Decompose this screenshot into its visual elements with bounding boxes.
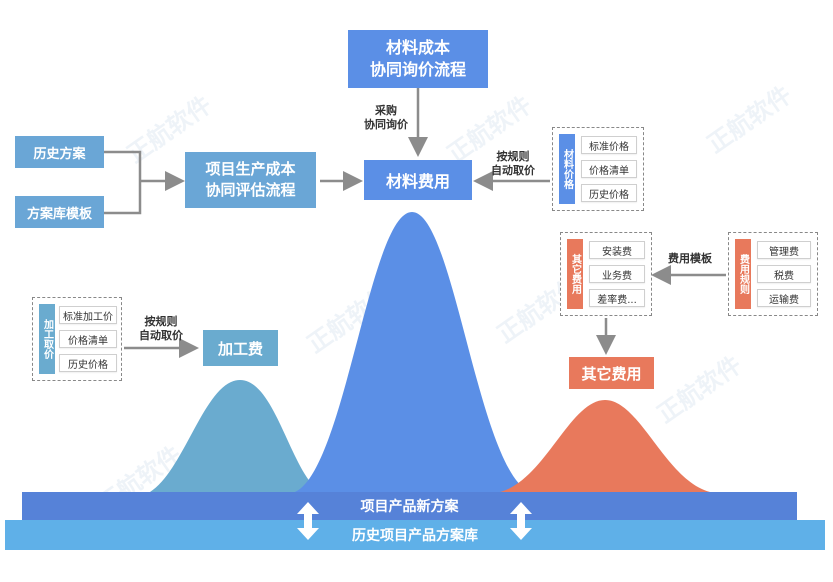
processing-curve [150, 380, 320, 492]
processing-price-item: 标准加工价 [59, 306, 117, 324]
other-curve [500, 400, 710, 492]
cost-rule-item: 运输费 [757, 289, 811, 307]
other-cost-box: 其它费用 [569, 357, 654, 389]
cost-rule-panel: 费用规则 管理费 税费 运输费 [728, 232, 818, 316]
processing-price-item: 价格清单 [59, 330, 117, 348]
production-cost-eval-process-box: 项目生产成本 协同评估流程 [185, 152, 316, 208]
other-cost-items-panel: 其它费用 安装费 业务费 差率费... [560, 232, 652, 316]
other-cost-tag: 其它费用 [567, 239, 583, 309]
material-cost-inquiry-process-box: 材料成本 协同询价流程 [348, 30, 488, 88]
purchase-inquiry-label: 采购 协同询价 [364, 104, 408, 131]
other-cost-item: 业务费 [589, 265, 645, 283]
material-price-tag: 材料价格 [559, 134, 575, 204]
other-cost-item: 差率费... [589, 289, 645, 307]
material-cost-box: 材料费用 [364, 160, 472, 200]
processing-price-panel: 加工取价 标准加工价 价格清单 历史价格 [32, 297, 122, 381]
other-cost-item: 安装费 [589, 241, 645, 259]
processing-price-tag: 加工取价 [39, 304, 55, 374]
top-box-line2: 协同询价流程 [369, 60, 466, 79]
new-plan-bar: 项目产品新方案 [22, 492, 797, 520]
history-plan-box: 历史方案 [15, 136, 104, 168]
rule-auto-price-label-right: 按规则 自动取价 [491, 150, 535, 177]
material-price-item: 价格清单 [581, 160, 637, 178]
material-curve [295, 212, 530, 492]
cost-rule-item: 税费 [757, 265, 811, 283]
cost-rule-tag: 费用规则 [735, 239, 751, 309]
rule-auto-price-label-left: 按规则 自动取价 [139, 315, 183, 342]
cost-template-label: 费用模板 [668, 252, 712, 265]
cost-rule-item: 管理费 [757, 241, 811, 259]
material-price-item: 历史价格 [581, 184, 637, 202]
material-price-panel: 材料价格 标准价格 价格清单 历史价格 [552, 127, 644, 211]
plan-library-template-box: 方案库模板 [15, 196, 104, 228]
top-box-line1: 材料成本 [385, 38, 450, 57]
history-library-bar: 历史项目产品方案库 [5, 520, 825, 550]
processing-price-item: 历史价格 [59, 354, 117, 372]
material-price-item: 标准价格 [581, 136, 637, 154]
processing-cost-box: 加工费 [203, 330, 278, 366]
